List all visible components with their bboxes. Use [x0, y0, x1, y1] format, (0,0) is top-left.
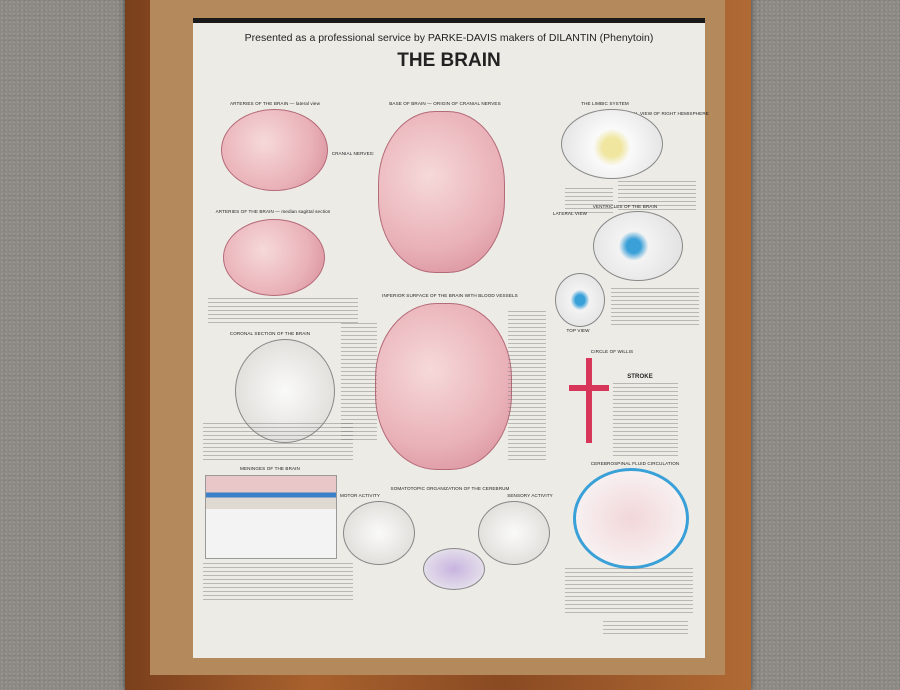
inferior-labels-right [508, 311, 546, 461]
heading-ventricles: VENTRICLES OF THE BRAIN [592, 204, 658, 209]
heading-arteries-sagittal: ARTERIES OF THE BRAIN — median sagittal … [215, 209, 331, 214]
coronal-legend [203, 423, 353, 463]
heading-somatotopic: SOMATOTOPIC ORGANIZATION OF THE CEREBRUM [390, 486, 510, 491]
heading-stroke: STROKE [627, 374, 653, 380]
heading-coronal: CORONAL SECTION OF THE BRAIN [229, 331, 311, 336]
heading-base-of-brain: BASE OF BRAIN — ORIGIN OF CRANIAL NERVES [389, 101, 501, 106]
meninges-legend [203, 563, 353, 603]
copyright-text [603, 621, 688, 636]
brain-poster: Presented as a professional service by P… [193, 18, 709, 658]
label-top-view: TOP VIEW [566, 328, 590, 333]
sagittal-brain-illustration [223, 219, 325, 296]
heading-inferior-surface: INFERIOR SURFACE OF THE BRAIN WITH BLOOD… [382, 293, 518, 298]
ventricles-lateral-illustration [593, 211, 683, 281]
heading-csf: CEREBROSPINAL FLUID CIRCULATION [590, 461, 680, 466]
motor-cortex-illustration [343, 501, 415, 565]
heading-circle-of-willis: CIRCLE OF WILLIS [590, 349, 634, 354]
csf-illustration [573, 468, 689, 569]
limbic-illustration [561, 109, 663, 179]
stroke-text [613, 383, 678, 458]
label-lateral-view: LATERAL VIEW [552, 211, 588, 216]
lateral-cortex-illustration [423, 548, 485, 590]
lateral-brain-illustration [221, 109, 328, 191]
presented-by-text: Presented as a professional service by P… [244, 32, 654, 44]
meninges-illustration [205, 475, 337, 559]
sagittal-legend [208, 298, 358, 326]
inferior-labels-left [341, 323, 377, 443]
sensory-cortex-illustration [478, 501, 550, 565]
limbic-description [618, 181, 696, 213]
limbic-legend [565, 188, 613, 216]
label-cranial-nerves: CRANIAL NERVES: [331, 151, 375, 156]
base-of-brain-illustration [378, 111, 505, 273]
ventricles-top-illustration [555, 273, 605, 327]
csf-legend [565, 568, 693, 613]
label-sensory-activity: SENSORY ACTIVITY [507, 493, 553, 498]
circle-of-willis-branch [569, 385, 609, 391]
ventricles-legend [611, 288, 699, 326]
label-medial-view: MEDIAL VIEW OF RIGHT HEMISPHERE [621, 111, 709, 116]
heading-arteries-lateral: ARTERIES OF THE BRAIN — lateral view [230, 101, 320, 106]
heading-limbic: THE LIMBIC SYSTEM [581, 101, 629, 106]
heading-meninges: MENINGES OF THE BRAIN [240, 466, 300, 471]
label-motor-activity: MOTOR ACTIVITY [339, 493, 381, 498]
coronal-illustration [235, 339, 335, 443]
circle-of-willis-illustration [586, 358, 592, 443]
inferior-surface-illustration [375, 303, 512, 470]
poster-title: THE BRAIN [397, 50, 501, 71]
